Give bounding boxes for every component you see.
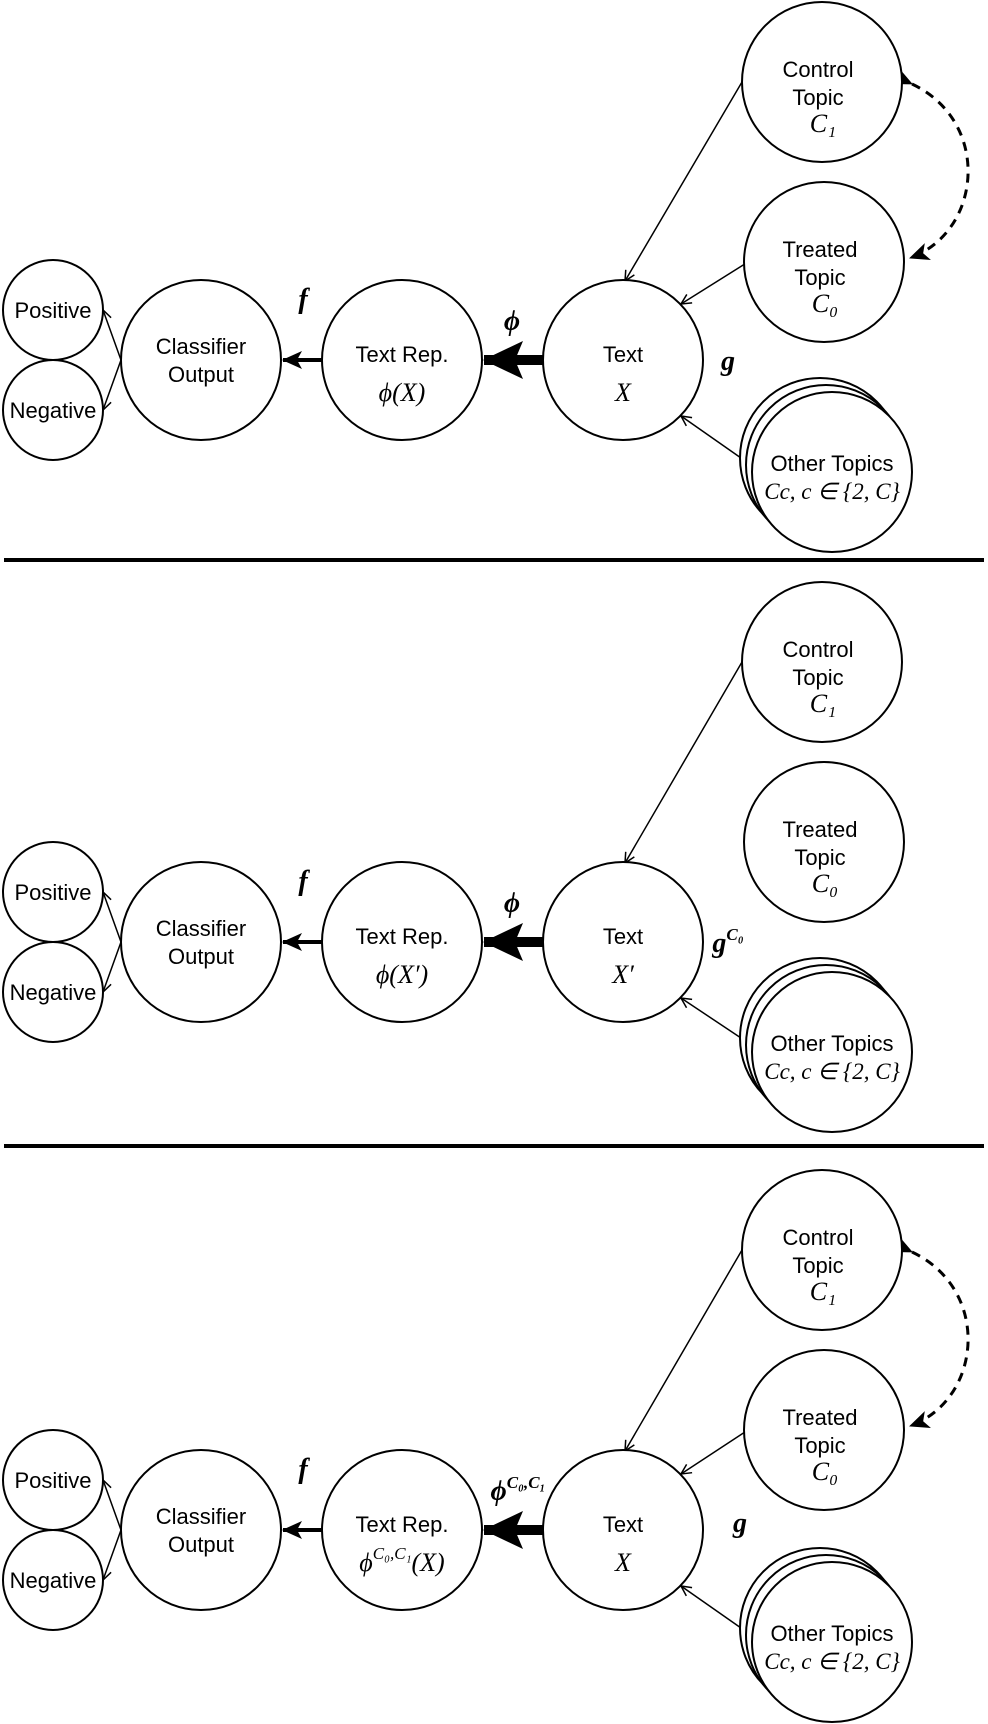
edge-label-phi: ϕ	[504, 306, 520, 337]
node-text-rep-label: Text Rep.	[356, 342, 449, 367]
node-classifier-label-2: Output	[168, 362, 234, 387]
edge-control-to-text	[625, 661, 743, 863]
node-other-topics	[751, 391, 913, 553]
node-treated-label-2: Topic	[794, 1433, 845, 1458]
node-text-rep-math: ϕ(X)	[379, 378, 426, 407]
node-treated-label-2: Topic	[794, 265, 845, 290]
node-negative-label: Negative	[10, 980, 97, 1005]
node-control-label-1: Control	[783, 1225, 854, 1250]
node-negative-label: Negative	[10, 1568, 97, 1593]
node-control-label-1: Control	[783, 637, 854, 662]
edge-other-to-text	[681, 998, 742, 1039]
node-control-label-2: Topic	[792, 1253, 843, 1278]
node-treated-math: C₀	[812, 289, 838, 318]
node-other-label: Other Topics	[770, 1031, 893, 1056]
node-text	[542, 279, 704, 441]
edge-control-to-text	[625, 1249, 743, 1451]
node-other-topics	[751, 971, 913, 1133]
node-classifier-label-2: Output	[168, 1532, 234, 1557]
edge-label-g: g	[720, 346, 735, 377]
node-other-math: Cc, c ∈ {2, C}	[764, 1649, 900, 1674]
node-text-rep	[321, 1449, 483, 1611]
node-treated-topic	[743, 761, 905, 923]
node-classifier-label-2: Output	[168, 944, 234, 969]
node-treated-topic	[743, 1349, 905, 1511]
node-treated-label-1: Treated	[782, 237, 857, 262]
edge-classifier-to-positive	[103, 310, 122, 361]
node-negative	[2, 1529, 104, 1631]
node-control-topic	[741, 581, 903, 743]
node-classifier-label-1: Classifier	[156, 916, 246, 941]
edge-other-to-text	[681, 416, 742, 459]
edge-treated-to-text	[681, 1429, 749, 1474]
node-text-rep-math: ϕC₀,C₁(X)	[359, 1544, 444, 1577]
node-control-label-1: Control	[783, 57, 854, 82]
node-control-label-2: Topic	[792, 85, 843, 110]
node-text-label: Text	[603, 342, 643, 367]
node-negative-label: Negative	[10, 398, 97, 423]
edge-classifier-to-positive	[103, 892, 122, 943]
node-text-label: Text	[603, 924, 643, 949]
node-other-label: Other Topics	[770, 451, 893, 476]
node-control-label-2: Topic	[792, 665, 843, 690]
edge-label-phi: ϕC₀,C₁	[491, 1473, 546, 1507]
node-positive-label: Positive	[14, 298, 91, 323]
node-control-math: C₁	[810, 689, 836, 718]
node-text-math: X′	[611, 960, 634, 989]
node-control-math: C₁	[810, 109, 836, 138]
edge-label-f: f	[298, 866, 310, 897]
node-other-math: Cc, c ∈ {2, C}	[764, 1059, 900, 1084]
node-control-math: C₁	[810, 1277, 836, 1306]
edge-classifier-to-negative	[103, 941, 122, 992]
node-treated-math: C₀	[812, 1457, 838, 1486]
edge-label-phi: ϕ	[504, 888, 520, 919]
node-treated-label-1: Treated	[782, 817, 857, 842]
node-text-math: X	[614, 1548, 632, 1577]
node-text-rep-label: Text Rep.	[356, 924, 449, 949]
edge-label-f: f	[298, 1454, 310, 1485]
edge-control-treated-dashed	[890, 1235, 970, 1428]
edge-classifier-to-negative	[103, 359, 122, 410]
edge-other-to-text	[681, 1586, 742, 1629]
edge-label-g: gC₀	[711, 925, 743, 959]
node-classifier-output	[120, 861, 282, 1023]
edge-classifier-to-negative	[103, 1529, 122, 1580]
edge-classifier-to-positive	[103, 1480, 122, 1531]
node-negative	[2, 941, 104, 1043]
node-other-topics	[751, 1561, 913, 1723]
node-classifier-label-1: Classifier	[156, 334, 246, 359]
edge-label-f: f	[298, 284, 310, 315]
node-other-label: Other Topics	[770, 1621, 893, 1646]
node-negative	[2, 359, 104, 461]
node-classifier-label-1: Classifier	[156, 1504, 246, 1529]
node-text-rep	[321, 861, 483, 1023]
node-positive-label: Positive	[14, 880, 91, 905]
node-text-rep-math: ϕ(X′)	[376, 960, 428, 989]
node-classifier-output	[120, 279, 282, 441]
node-control-topic	[741, 1169, 903, 1331]
edge-treated-to-text	[681, 261, 749, 304]
node-other-math: Cc, c ∈ {2, C}	[764, 479, 900, 504]
edge-control-to-text	[625, 81, 743, 281]
node-treated-label-1: Treated	[782, 1405, 857, 1430]
edge-control-treated-dashed	[890, 67, 970, 260]
node-classifier-output	[120, 1449, 282, 1611]
node-text-label: Text	[603, 1512, 643, 1537]
node-text-rep	[321, 279, 483, 441]
node-text	[542, 1449, 704, 1611]
node-text	[542, 861, 704, 1023]
node-text-math: X	[614, 378, 632, 407]
node-treated-label-2: Topic	[794, 845, 845, 870]
edge-label-g: g	[732, 1508, 747, 1539]
node-treated-topic	[743, 181, 905, 343]
node-control-topic	[741, 1, 903, 163]
node-treated-math: C₀	[812, 869, 838, 898]
node-positive-label: Positive	[14, 1468, 91, 1493]
node-text-rep-label: Text Rep.	[356, 1512, 449, 1537]
